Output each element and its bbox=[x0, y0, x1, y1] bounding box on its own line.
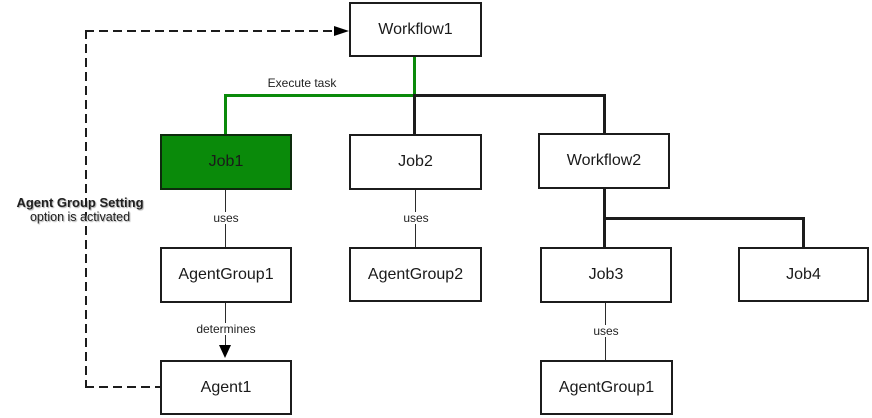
edge-label-determines: determines bbox=[193, 323, 259, 335]
node-workflow1: Workflow1 bbox=[349, 2, 482, 57]
dashed-feedback-line-bottom bbox=[85, 386, 160, 388]
edge-workflow2-branch-horizontal bbox=[603, 217, 805, 220]
green-edge-horizontal bbox=[224, 94, 416, 97]
edge-to-job4 bbox=[802, 217, 805, 247]
edge-label-uses-job1: uses bbox=[210, 212, 242, 224]
node-workflow2: Workflow2 bbox=[538, 133, 670, 189]
annotation-subtitle: option is activated bbox=[29, 210, 131, 225]
arrowhead-into-agent1-icon bbox=[219, 345, 231, 358]
node-job1-highlighted: Job1 bbox=[160, 134, 292, 190]
edge-label-uses-job2: uses bbox=[400, 212, 432, 224]
node-agentgroup1-left: AgentGroup1 bbox=[160, 247, 292, 303]
node-job4: Job4 bbox=[738, 247, 869, 302]
node-agentgroup2: AgentGroup2 bbox=[349, 247, 482, 302]
arrowhead-into-workflow1-icon bbox=[334, 26, 349, 36]
edge-label-execute-task: Execute task bbox=[264, 77, 340, 89]
node-agentgroup1-bottom: AgentGroup1 bbox=[540, 360, 673, 415]
green-edge-to-job1 bbox=[224, 94, 227, 134]
dashed-feedback-line-vertical bbox=[85, 30, 87, 388]
node-job2: Job2 bbox=[349, 134, 482, 190]
node-agent1: Agent1 bbox=[160, 360, 292, 415]
edge-to-job2 bbox=[413, 97, 416, 134]
node-job3: Job3 bbox=[540, 247, 672, 303]
dashed-feedback-line-top bbox=[85, 30, 334, 32]
edge-to-workflow2 bbox=[603, 94, 606, 134]
edge-workflow1-branch-horizontal bbox=[413, 94, 606, 97]
annotation-title: Agent Group Setting bbox=[16, 195, 144, 210]
edge-label-uses-job3: uses bbox=[590, 325, 622, 337]
agent-group-setting-annotation: Agent Group Setting option is activated bbox=[6, 195, 154, 225]
green-edge-workflow1-drop bbox=[413, 57, 416, 97]
